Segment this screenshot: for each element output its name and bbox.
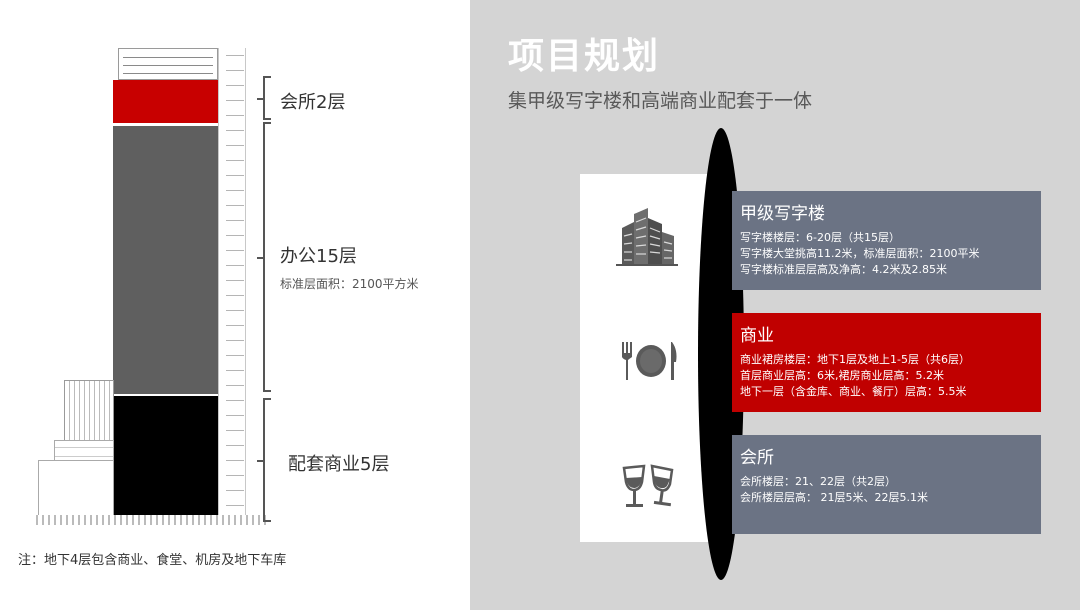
page-title: 项目规划 — [508, 36, 661, 77]
office-building-icon — [616, 208, 678, 266]
roof-structure — [118, 48, 218, 80]
office-area-label: 标准层面积：2100平方米 — [280, 277, 419, 291]
office-floors-block — [113, 126, 218, 394]
section-retail-line: 商业裙房楼层：地下1层及地上1-5层（共6层） — [740, 353, 970, 366]
section-retail: 商业 商业裙房楼层：地下1层及地上1-5层（共6层） 首层商业层高：6米,裙房商… — [732, 313, 1041, 412]
wine-glasses-icon — [622, 464, 674, 507]
section-office-line: 写字楼大堂挑高11.2米，标准层面积：2100平米 — [740, 247, 980, 260]
annex-upper — [64, 380, 114, 442]
page-subtitle: 集甲级写字楼和高端商业配套于一体 — [508, 90, 813, 112]
club-brace — [257, 76, 271, 120]
retail-floors-block — [113, 396, 218, 516]
section-office: 甲级写字楼 写字楼楼层：6-20层（共15层） 写字楼大堂挑高11.2米，标准层… — [732, 191, 1041, 290]
section-office-line: 写字楼楼层：6-20层（共15层） — [740, 231, 900, 244]
office-brace — [257, 122, 271, 392]
dining-plate-icon — [622, 342, 677, 380]
building-base — [36, 515, 266, 525]
section-retail-heading: 商业 — [740, 326, 774, 346]
club-floors-block — [113, 80, 218, 123]
section-club-line: 会所楼层层高： 21层5米、22层5.1米 — [740, 491, 928, 504]
section-office-line: 写字楼标准层层高及净高：4.2米及2.85米 — [740, 263, 947, 276]
section-retail-line: 地下一层（含金库、商业、餐厅）层高：5.5米 — [740, 385, 967, 398]
retail-label: 配套商业5层 — [288, 454, 390, 475]
footnote: 注：地下4层包含商业、食堂、机房及地下车库 — [18, 553, 287, 568]
section-club-line: 会所楼层：21、22层（共2层） — [740, 475, 896, 488]
section-office-heading: 甲级写字楼 — [740, 204, 825, 224]
club-label: 会所2层 — [280, 92, 346, 113]
office-label: 办公15层 — [280, 246, 357, 267]
annex-lower — [38, 460, 114, 516]
building-diagram-panel: 会所2层 办公15层 标准层面积：2100平方米 配套商业5层 注：地下4层包含… — [0, 0, 470, 610]
section-retail-line: 首层商业层高：6米,裙房商业层高：5.2米 — [740, 369, 944, 382]
retail-brace — [257, 398, 271, 522]
elevation-scale — [226, 44, 244, 520]
elevation-guide — [218, 48, 246, 518]
section-club-heading: 会所 — [740, 448, 774, 468]
section-club: 会所 会所楼层：21、22层（共2层） 会所楼层层高： 21层5米、22层5.1… — [732, 435, 1041, 534]
